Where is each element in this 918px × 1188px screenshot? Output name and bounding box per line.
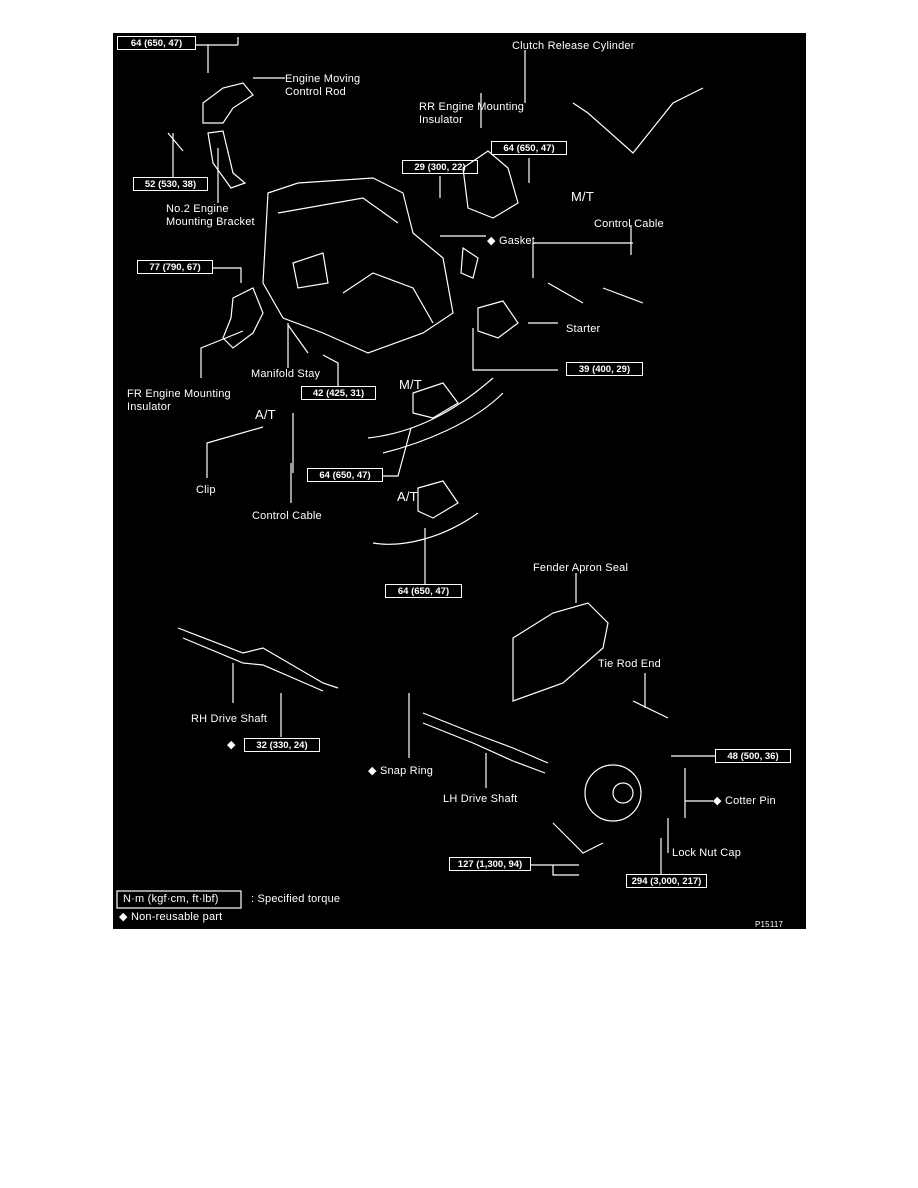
non-reusable-diamond-icon: ◆ xyxy=(487,235,496,247)
non-reusable-diamond-icon: ◆ xyxy=(713,795,722,807)
parts-illustration xyxy=(116,37,715,909)
label-mt-mid: M/T xyxy=(399,377,422,392)
legend-non-reusable: ◆ Non-reusable part xyxy=(119,911,223,923)
torque-spec-box: 77 (790, 67) xyxy=(137,260,213,274)
non-reusable-diamond-icon: ◆ xyxy=(119,911,128,923)
label-fender-apron-seal: Fender Apron Seal xyxy=(533,562,629,574)
torque-spec-box: 64 (650, 47) xyxy=(117,36,196,50)
label-manifold-stay: Manifold Stay xyxy=(251,368,321,380)
non-reusable-diamond-icon: ◆ xyxy=(227,739,236,751)
label-rh-drive-shaft: RH Drive Shaft xyxy=(191,713,268,725)
label-at-mid: A/T xyxy=(397,489,418,504)
non-reusable-diamond-icon: ◆ xyxy=(368,765,377,777)
torque-spec-box: 127 (1,300, 94) xyxy=(449,857,531,871)
engine-block-sketch xyxy=(262,177,454,354)
figure-id: P15117 xyxy=(755,920,784,929)
label-starter: Starter xyxy=(566,323,601,335)
torque-spec-box: 29 (300, 22) xyxy=(402,160,478,174)
label-lock-nut-cap: Lock Nut Cap xyxy=(672,847,742,859)
torque-spec-box: 48 (500, 36) xyxy=(715,749,791,763)
torque-spec-box: 64 (650, 47) xyxy=(491,141,567,155)
torque-spec-box: 294 (3,000, 217) xyxy=(626,874,707,888)
drive-shafts-sketch xyxy=(177,627,549,774)
torque-spec-box: 39 (400, 29) xyxy=(566,362,643,376)
label-cotter-pin: ◆ Cotter Pin xyxy=(713,795,776,807)
label-control-cable-top: Control Cable xyxy=(594,218,664,230)
label-gasket: ◆ Gasket xyxy=(487,235,535,247)
legend-unit: N·m (kgf·cm, ft·lbf) xyxy=(123,893,219,905)
label-clutch-release-cylinder: Clutch Release Cylinder xyxy=(512,40,635,52)
hub-and-seal-sketch xyxy=(512,602,669,854)
mounting-parts-sketch xyxy=(167,82,704,354)
gear-mounts-sketch xyxy=(292,377,504,545)
legend-unit-description: : Specified torque xyxy=(251,893,341,905)
label-lh-drive-shaft: LH Drive Shaft xyxy=(443,793,518,805)
label-snap-ring: ◆ Snap Ring xyxy=(368,765,434,777)
label-tie-rod-end: Tie Rod End xyxy=(598,658,661,670)
torque-spec-box: 64 (650, 47) xyxy=(385,584,462,598)
leader-lines xyxy=(172,37,715,876)
torque-spec-box: 42 (425, 31) xyxy=(301,386,376,400)
label-clip: Clip xyxy=(196,484,216,496)
torque-spec-box: 32 (330, 24) xyxy=(244,738,320,752)
torque-spec-box: 64 (650, 47) xyxy=(307,468,383,482)
label-at-left: A/T xyxy=(255,407,276,422)
label-mt-top: M/T xyxy=(571,189,594,204)
legend-torque-box xyxy=(116,890,242,909)
torque-spec-box: 52 (530, 38) xyxy=(133,177,208,191)
label-control-cable-bottom: Control Cable xyxy=(252,510,322,522)
